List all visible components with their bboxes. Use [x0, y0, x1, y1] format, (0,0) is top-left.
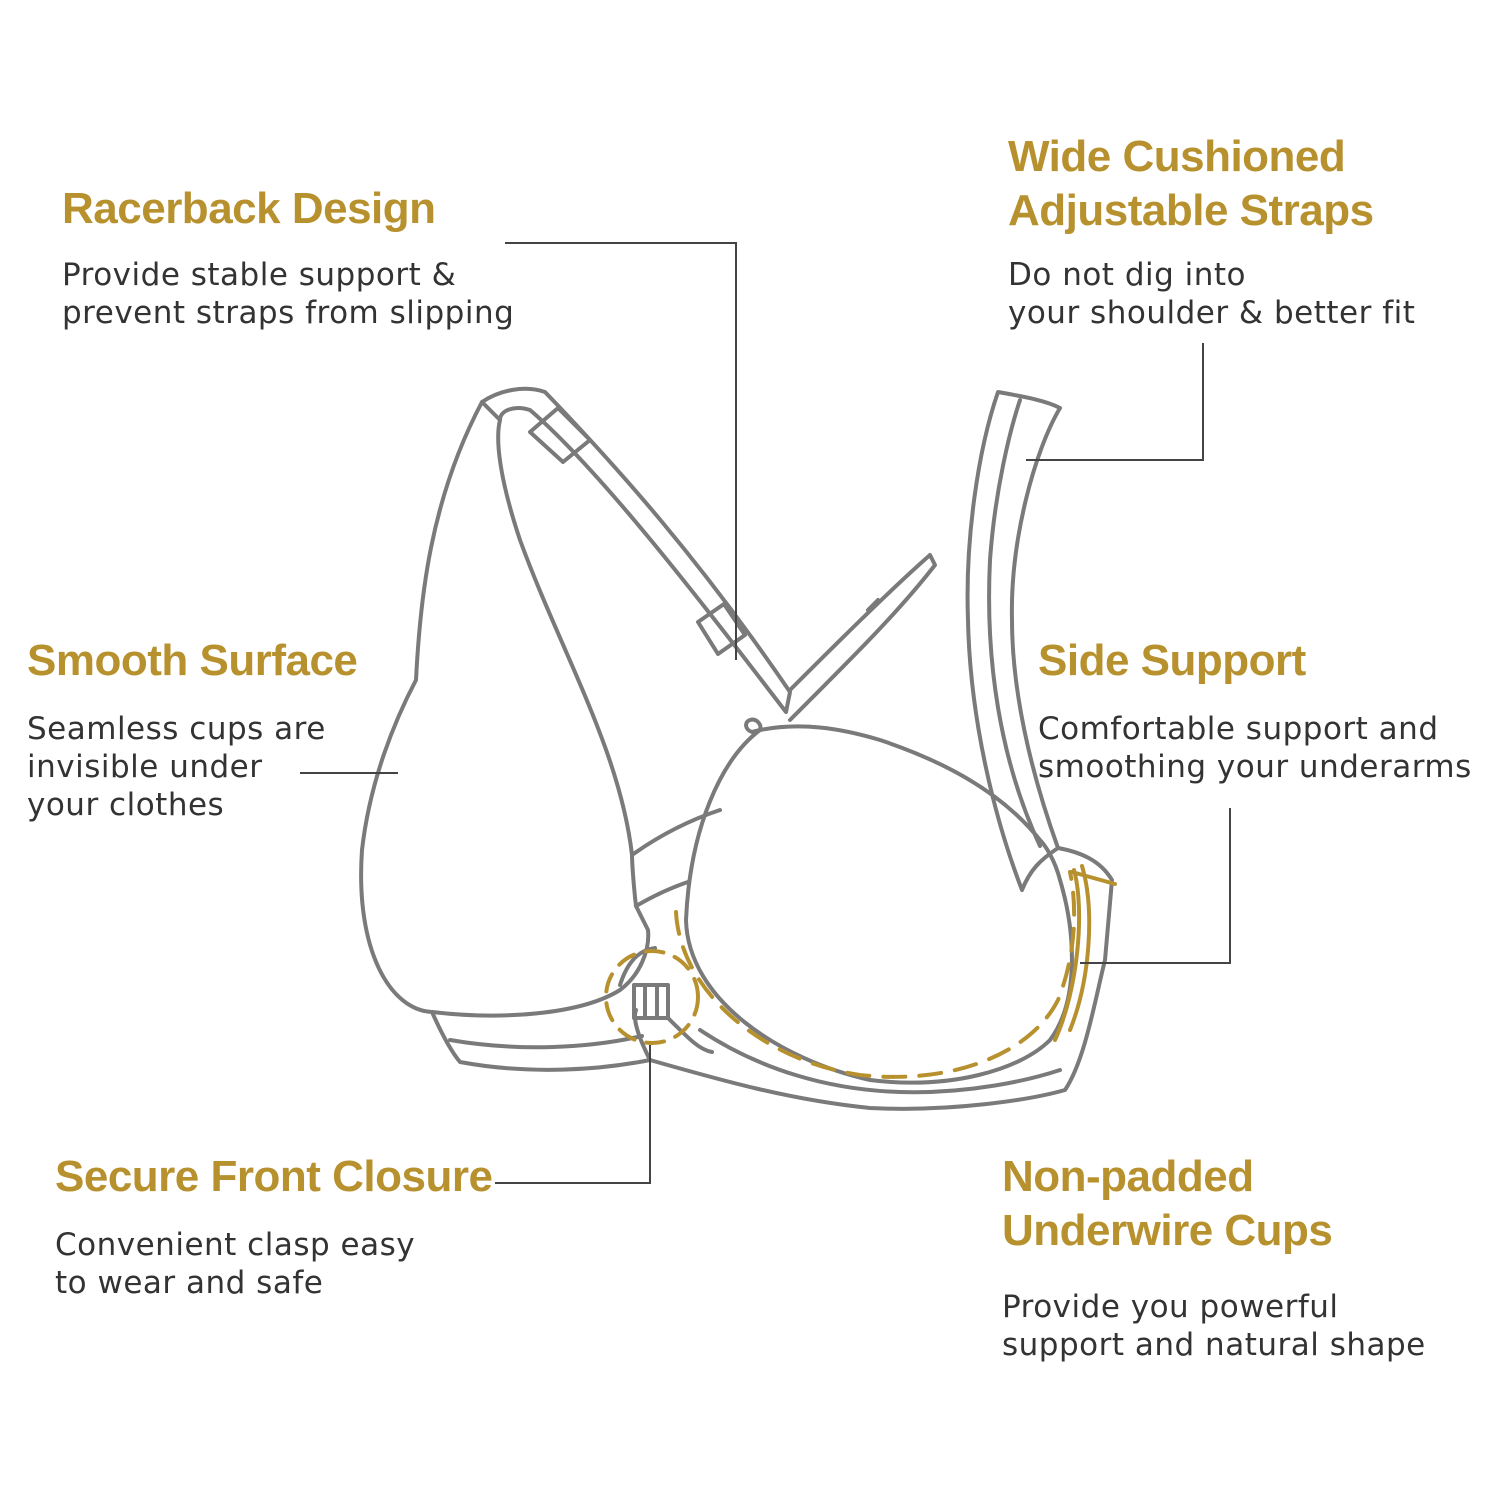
- center-gore-band: [630, 808, 722, 857]
- right-band-outline: [648, 846, 1114, 1111]
- underwire-dashed-line: [674, 870, 1077, 1079]
- leader-side-support: [1080, 808, 1231, 964]
- feature-front-closure: Secure Front Closure Convenient clasp ea…: [55, 1150, 493, 1302]
- left-cup-outline: [359, 400, 651, 1018]
- feature-racerback: Racerback Design Provide stable support …: [62, 182, 514, 332]
- right-cup-outline: [684, 724, 1074, 1085]
- feature-smooth-surface: Smooth Surface Seamless cups are invisib…: [27, 634, 358, 824]
- feature-underwire: Non-padded Underwire Cups Provide you po…: [1002, 1150, 1426, 1364]
- leader-straps: [1026, 343, 1204, 461]
- strap-slider-upper: [528, 406, 592, 464]
- feature-description: Provide stable support & prevent straps …: [62, 257, 515, 331]
- feature-title: Side Support: [1038, 636, 1306, 685]
- center-band: [788, 553, 937, 722]
- feature-description: Provide you powerful support and natural…: [1002, 1289, 1426, 1363]
- feature-title: Smooth Surface: [27, 636, 358, 685]
- feature-description: Comfortable support and smoothing your u…: [1038, 711, 1472, 785]
- strap-slider-lower: [696, 602, 747, 656]
- feature-title: Secure Front Closure: [55, 1152, 493, 1201]
- leader-racerback: [505, 242, 737, 660]
- feature-description: Convenient clasp easy to wear and safe: [55, 1227, 416, 1301]
- feature-side-support: Side Support Comfortable support and smo…: [1038, 634, 1472, 786]
- feature-description: Seamless cups are invisible under your c…: [27, 711, 326, 823]
- feature-title: Non-padded Underwire Cups: [1002, 1152, 1333, 1255]
- feature-title: Wide Cushioned Adjustable Straps: [1008, 132, 1374, 235]
- leader-front-closure: [495, 1045, 651, 1184]
- feature-title: Racerback Design: [62, 184, 436, 233]
- side-support-line: [1053, 868, 1082, 1042]
- feature-description: Do not dig into your shoulder & better f…: [1008, 257, 1416, 331]
- left-strap-outline: [480, 386, 792, 714]
- front-clasp: [632, 983, 670, 1020]
- strap-ring: [744, 717, 763, 734]
- feature-straps: Wide Cushioned Adjustable Straps Do not …: [1008, 130, 1415, 332]
- closure-highlight-circle: [604, 949, 700, 1045]
